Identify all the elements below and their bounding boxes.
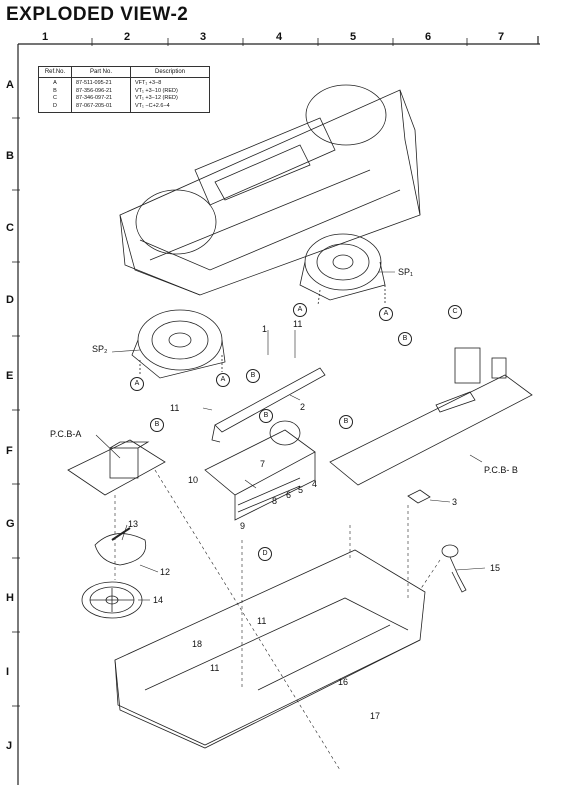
grid-col-3: 3 <box>200 31 207 43</box>
front-cabinet <box>119 84 421 296</box>
label-part-11: 11 <box>210 663 220 673</box>
table-row: B 87-356-096-21 VT₁ +3−10 (RED) <box>38 87 210 95</box>
label-pcb-b: P.C.B- B <box>484 465 518 475</box>
ref-circle-a: A <box>379 307 393 321</box>
ref-header-description: Description <box>130 66 210 78</box>
ref-circle-b: B <box>339 415 353 429</box>
reel-part-14 <box>81 581 143 619</box>
ref-circle-d: D <box>258 547 272 561</box>
ref-header-partno: Part No. <box>71 66 131 78</box>
grid-row-e: E <box>6 370 14 382</box>
label-part-8: 8 <box>272 496 278 506</box>
label-sp1: SP₁ <box>398 267 414 277</box>
desc-cell: VT₁ +3−10 (RED) <box>130 87 210 95</box>
grid-col-1: 1 <box>42 31 49 43</box>
assembly-lines <box>114 469 441 771</box>
ref-header-refno: Ref.No. <box>38 66 72 78</box>
table-row: C 87-346-097-21 VT₁ +3−12 (RED) <box>38 95 210 103</box>
label-part-17: 17 <box>370 711 381 721</box>
grid-col-6: 6 <box>425 31 432 43</box>
label-part-16: 16 <box>338 677 349 687</box>
label-part-13: 13 <box>128 519 139 529</box>
label-part-2: 2 <box>300 402 306 412</box>
grid-row-i: I <box>6 666 10 678</box>
label-part-10: 10 <box>188 475 199 485</box>
desc-cell: VT₁ +3−12 (RED) <box>130 95 210 103</box>
label-part-11: 11 <box>170 403 180 413</box>
grid-row-f: F <box>6 445 13 457</box>
label-part-12: 12 <box>160 567 171 577</box>
ref-circle-b: B <box>150 418 164 432</box>
label-part-14: 14 <box>153 595 164 605</box>
belt-part-12 <box>94 527 147 566</box>
speaker-sp2 <box>131 309 226 379</box>
ref-table-header: Ref.No. Part No. Description <box>38 66 210 78</box>
ref-circle-c: C <box>448 305 462 319</box>
grid-col-2: 2 <box>124 31 131 43</box>
label-part-3: 3 <box>452 497 458 507</box>
ref-circle-b: B <box>259 409 273 423</box>
ref-circle-a: A <box>130 377 144 391</box>
switch-assembly <box>204 420 316 521</box>
label-part-4: 4 <box>312 479 318 489</box>
desc-cell: VT₁ −C+2.6−4 <box>130 102 210 113</box>
grid-row-d: D <box>6 294 14 306</box>
label-part-11: 11 <box>257 616 267 626</box>
label-part-7: 7 <box>260 459 266 469</box>
desc-cell: VFT₁ +3−8 <box>130 77 210 88</box>
leader-lines <box>95 271 486 601</box>
label-pcb-a: P.C.B-A <box>50 429 82 439</box>
frame <box>12 36 540 785</box>
label-part-18: 18 <box>192 639 203 649</box>
label-part-6: 6 <box>286 490 292 500</box>
label-part-15: 15 <box>490 563 501 573</box>
label-part-11: 11 <box>293 319 303 329</box>
grid-row-h: H <box>6 592 14 604</box>
ref-circle-a: A <box>216 373 230 387</box>
reference-table: Ref.No. Part No. Description A 87-511-09… <box>38 66 210 113</box>
grid-row-c: C <box>6 222 14 234</box>
grid-col-4: 4 <box>276 31 283 43</box>
grid-row-g: G <box>6 518 15 530</box>
grid-row-a: A <box>6 79 14 91</box>
grid-col-7: 7 <box>498 31 505 43</box>
bracket-part-2 <box>211 367 326 443</box>
table-row: A 87-511-095-21 VFT₁ +3−8 <box>38 77 210 88</box>
label-sp2: SP₂ <box>92 344 108 354</box>
ref-circle-a: A <box>293 303 307 317</box>
speaker-sp1 <box>299 233 386 306</box>
label-part-9: 9 <box>240 521 246 531</box>
label-part-1: 1 <box>262 324 268 334</box>
knob-part-15 <box>441 544 467 593</box>
pcb-a <box>67 439 166 496</box>
grid-row-j: J <box>6 740 13 752</box>
label-part-5: 5 <box>298 485 304 495</box>
ref-circle-b: B <box>246 369 260 383</box>
table-row: D 87-067-205-01 VT₁ −C+2.6−4 <box>38 102 210 113</box>
pcb-b <box>329 347 533 486</box>
chip-part-3 <box>407 489 431 504</box>
rear-cabinet <box>114 549 426 749</box>
page-title: EXPLODED VIEW-2 <box>6 4 189 25</box>
grid-col-5: 5 <box>350 31 357 43</box>
ref-circle-b: B <box>398 332 412 346</box>
grid-row-b: B <box>6 150 14 162</box>
